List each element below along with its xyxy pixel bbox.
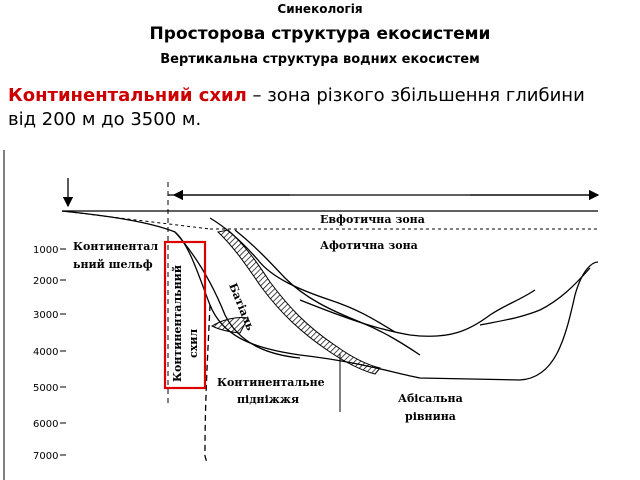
depth-tick-7000: 7000 <box>33 451 58 462</box>
bathyal-hatched-band <box>216 229 381 375</box>
page-subtitle: Вертикальна структура водних екосистем <box>160 52 480 67</box>
ocean-depth-diagram: 1000 2000 3000 4000 5000 6000 7000 Евфот… <box>3 150 600 480</box>
seafloor-profile <box>61 210 599 381</box>
shelf-label-line2: ьний шельф <box>73 258 153 271</box>
depth-tick-3000: 3000 <box>33 310 58 321</box>
sediment-line-1 <box>209 217 396 333</box>
depth-tick-marks <box>60 248 66 456</box>
rise-label-line2: підніжжя <box>237 393 299 406</box>
definition-line2: від 200 м до 3500 м. <box>8 109 202 130</box>
zone-aphotic-label: Афотична зона <box>320 239 418 252</box>
definition-rest: – зона різкого збільшення глибини <box>246 85 585 106</box>
depth-tick-2000: 2000 <box>33 276 58 287</box>
rise-label-line1: Континентальне <box>217 376 325 389</box>
definition-text: Континентальний схил – зона різкого збіл… <box>8 84 585 132</box>
definition-term: Континентальний схил <box>8 85 247 106</box>
trench-line <box>204 304 211 463</box>
sediment-lens <box>210 317 249 334</box>
depth-tick-5000: 5000 <box>33 383 58 394</box>
sediment-line-3 <box>174 231 301 359</box>
page-title: Просторова структура екосистеми <box>149 24 491 44</box>
depth-tick-1000: 1000 <box>33 245 58 256</box>
sediment-line-2 <box>234 229 421 356</box>
depth-tick-6000: 6000 <box>33 419 58 430</box>
zone-euphotic-label: Евфотична зона <box>320 213 425 226</box>
depth-tick-4000: 4000 <box>33 347 58 358</box>
abyssal-label-line2: рівнина <box>405 410 456 423</box>
abyssal-contour-2 <box>479 267 591 326</box>
topic-heading: Синекологія <box>277 2 363 16</box>
slope-label-line2: схил <box>187 329 200 358</box>
slope-highlight-box <box>163 240 207 390</box>
shelf-label-line1: Континентал <box>73 240 158 253</box>
abyssal-contour-1 <box>299 289 536 337</box>
abyssal-label-line1: Абісальна <box>398 392 463 405</box>
slope-label-line1: Континентальний <box>171 265 184 382</box>
